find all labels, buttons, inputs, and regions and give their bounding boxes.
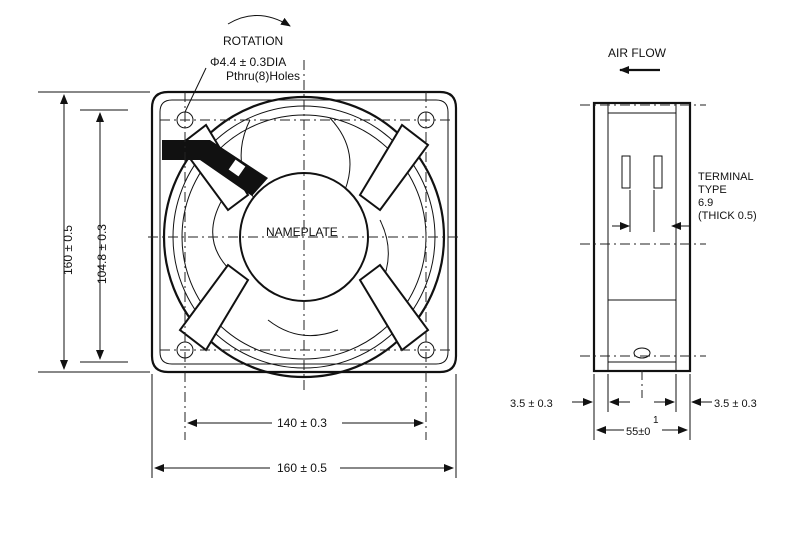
terminal-pin-left	[621, 155, 631, 189]
rotation-label: ROTATION	[223, 34, 283, 48]
wire-clip	[228, 159, 246, 177]
rotation-arrow-icon	[227, 15, 291, 27]
dim-height-outer: 160 ± 0.5	[61, 225, 75, 275]
dim-width-outer: 160 ± 0.5	[277, 461, 327, 475]
dim-depth: 55±0	[626, 426, 650, 438]
lead-wire	[162, 140, 268, 196]
side-view: AIR FLOW TERMINAL TYPE 6.9 (THICK 0.5) 3…	[510, 46, 757, 440]
dim-depth-tol-upper: 1	[653, 415, 659, 426]
dim-label-bg	[270, 459, 340, 475]
dim-right-flange: 3.5 ± 0.3	[714, 398, 757, 410]
spoke-bottom-left	[178, 263, 250, 352]
hole-spec-line2: Pthru(8)Holes	[226, 69, 300, 83]
dim-left-flange: 3.5 ± 0.3	[510, 398, 553, 410]
fan-frame-outline	[150, 90, 458, 374]
spoke-bottom-right	[358, 263, 430, 352]
wire-exit-hole	[633, 347, 651, 359]
hole-spec-line1: Φ4.4 ± 0.3DIA	[210, 55, 286, 69]
nameplate-label: NAMEPLATE	[266, 225, 338, 239]
terminal-label-line4: (THICK 0.5)	[698, 210, 757, 222]
terminal-label-line1: TERMINAL	[698, 171, 754, 183]
hole-spec-leader	[184, 67, 207, 113]
fan-blade	[329, 117, 351, 191]
fan-frame-inner-outline	[159, 99, 449, 365]
spoke-top-right	[358, 123, 430, 212]
front-view: ROTATION Φ4.4 ± 0.3DIA Pthru(8)Holes NAM…	[38, 15, 462, 478]
dim-hole-pitch: 140 ± 0.3	[277, 416, 327, 430]
dim-height-inner: 104.8 ± 0.3	[95, 224, 109, 284]
terminal-pin-right	[653, 155, 663, 189]
airflow-label: AIR FLOW	[608, 46, 667, 60]
depth-label-bg	[624, 422, 662, 438]
terminal-label-line3: 6.9	[698, 197, 713, 209]
fan-blade	[267, 319, 339, 337]
terminal-label-line2: TYPE	[698, 184, 727, 196]
